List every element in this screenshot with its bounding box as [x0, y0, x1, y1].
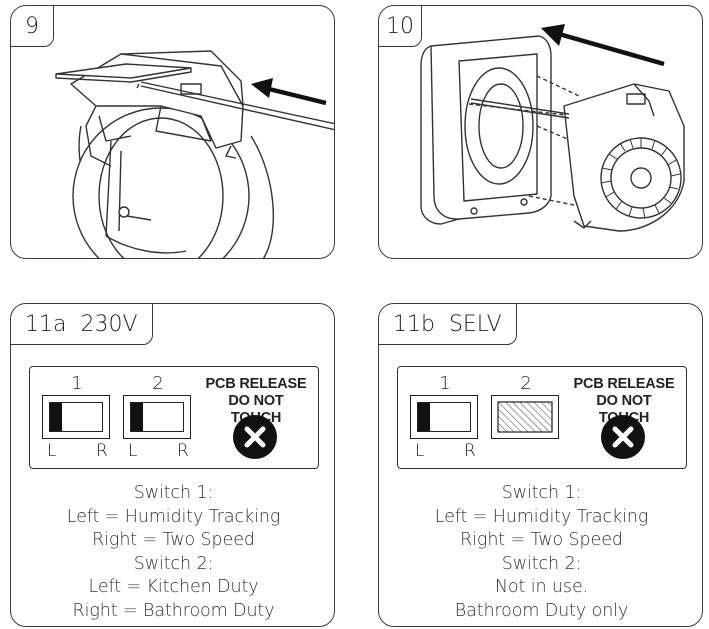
step-label-10: 10 — [379, 6, 422, 47]
switch-2-knob-left — [131, 403, 143, 431]
desc-line: Switch 2: — [501, 553, 582, 574]
switch-1-number: 1 — [71, 373, 83, 394]
switch-1-knob-left — [50, 403, 62, 431]
desc-line: Switch 2: — [133, 553, 214, 574]
step-label-9: 9 — [11, 6, 54, 47]
switch-2-track — [130, 402, 184, 432]
desc-line: Right = Two Speed — [92, 530, 255, 550]
switch-2-right-label: R — [177, 441, 189, 461]
step-title: 11b SELV — [393, 311, 502, 337]
switch-2-number: 2 — [152, 373, 164, 394]
arrow-icon — [541, 24, 665, 67]
desc-line: Not in use. — [494, 577, 589, 597]
desc-line: Right = Bathroom Duty — [72, 600, 275, 621]
switch-1-left-label: L — [47, 441, 57, 461]
desc-line: Left = Humidity Tracking — [66, 506, 281, 527]
desc-line: Switch 1: — [501, 483, 582, 503]
hatched-slot-icon — [497, 401, 553, 433]
pcb-release-line-1: PCB RELEASE — [205, 376, 307, 392]
switch-panel: 1 2 L R L R PCB RELEASE DO NOT TOUCH — [29, 366, 319, 469]
arrow-icon — [251, 78, 327, 106]
illustration-cover-separation — [420, 24, 685, 232]
switch-1-left-label: L — [415, 441, 425, 461]
close-x-icon — [233, 415, 277, 459]
switch-description: Switch 1: Left = Humidity Tracking Right… — [11, 482, 334, 623]
panel-step-11b: 11b SELV 1 2 L R PCB RELEASE DO NOT T — [378, 303, 703, 627]
switch-2-number: 2 — [520, 373, 532, 394]
step-number: 10 — [386, 13, 414, 39]
step-number: 9 — [25, 13, 39, 39]
desc-line: Right = Two Speed — [460, 530, 623, 550]
step-label-11a: 11a 230V — [11, 304, 153, 345]
illustration-fan-unit-lift — [55, 50, 334, 258]
switch-2-left-label: L — [128, 441, 138, 461]
switch-description: Switch 1: Left = Humidity Tracking Right… — [379, 482, 702, 623]
panel-step-11a: 11a 230V 1 2 L R L R PCB RELEASE DO NOT … — [10, 303, 335, 627]
desc-line: Left = Humidity Tracking — [434, 506, 649, 527]
switch-2-slot — [123, 395, 191, 439]
step-title: 11a 230V — [25, 311, 138, 337]
close-x-icon — [601, 415, 645, 459]
switch-1-slot — [42, 395, 110, 439]
switch-1-track — [49, 402, 103, 432]
pcb-release-line-1: PCB RELEASE — [573, 376, 675, 392]
switch-1-right-label: R — [464, 441, 476, 461]
switch-1-right-label: R — [96, 441, 108, 461]
desc-line: Switch 1: — [133, 483, 214, 503]
panel-step-10: 10 — [378, 5, 703, 259]
switch-1-track — [417, 402, 471, 432]
desc-line: Left = Kitchen Duty — [88, 577, 259, 597]
switch-1-knob-left — [418, 403, 430, 431]
desc-line: Bathroom Duty only — [454, 600, 629, 621]
panel-step-9: 9 — [10, 5, 335, 259]
step-label-11b: 11b SELV — [379, 304, 517, 345]
switch-1-number: 1 — [439, 373, 451, 394]
switch-1-slot — [410, 395, 478, 439]
switch-panel: 1 2 L R PCB RELEASE DO NOT TOUCH — [397, 366, 687, 469]
switch-2-slot-disabled — [491, 395, 559, 439]
